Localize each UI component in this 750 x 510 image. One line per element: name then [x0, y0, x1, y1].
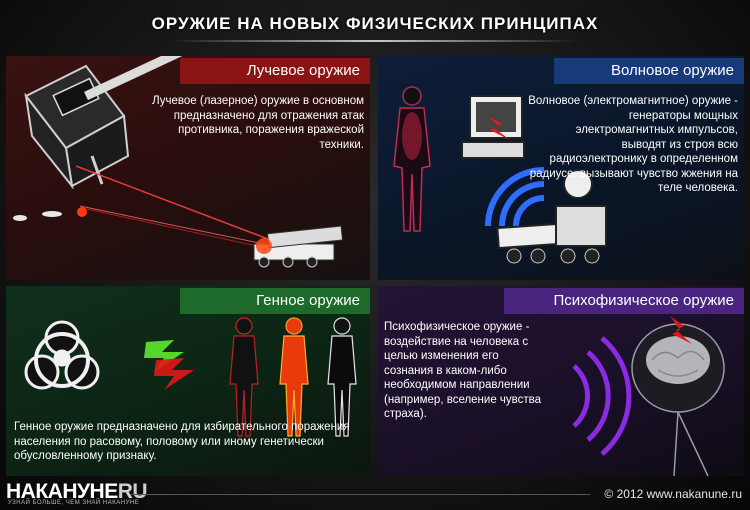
gene-weapon-illustration: [24, 317, 357, 437]
brain-head-icon: [631, 323, 725, 476]
panel-description: Волновое (электромагнитное) оружие - ген…: [528, 95, 738, 194]
laser-beam: [79, 205, 265, 245]
lightning-icon: [154, 358, 194, 390]
copyright-link[interactable]: © 2012 www.nakanune.ru: [604, 487, 742, 501]
panel-heading: Генное оружие: [180, 288, 370, 314]
human-silhouette-icon: [393, 86, 431, 232]
psy-weapon-illustration: [572, 316, 725, 476]
site-slogan: УЗНАЙ БОЛЬШЕ, ЧЕМ ЗНАЙ НАКАНУНЕ: [8, 500, 140, 506]
missile-icon: [13, 207, 87, 221]
wave-weapon-illustration: [393, 86, 607, 264]
panel-description: Психофизическое оружие - воздействие на …: [384, 321, 542, 420]
computer-icon: [461, 95, 525, 159]
title-underline: [172, 40, 578, 42]
lightning-icon: [144, 340, 184, 372]
panel-heading: Психофизическое оружие: [504, 288, 744, 314]
site-logo[interactable]: НАКАНУНЕRU: [6, 480, 148, 504]
missile-truck-icon: [253, 225, 344, 268]
logo-ru-text: RU: [117, 480, 148, 503]
panel-description: Генное оружие предназначено для избирате…: [14, 421, 350, 462]
wave-emission-icon: [572, 336, 632, 456]
panel-heading: Волновое оружие: [554, 58, 744, 84]
panel-wave-weapon: Волновое оружие Волновое (электромагнитн…: [378, 56, 744, 280]
panel-gene-weapon: Генное оружие Генное оружие предназначен…: [6, 286, 370, 476]
laser-beam: [75, 165, 277, 243]
lightning-icon: [670, 316, 692, 344]
human-silhouette-icon: [279, 317, 309, 437]
ray-weapon-illustration: [13, 56, 344, 268]
panel-ray-weapon: Лучевое оружие Лучевое (лазерное) оружие…: [6, 56, 370, 280]
radar-truck-icon: [496, 169, 607, 264]
panel-heading: Лучевое оружие: [180, 58, 370, 84]
panel-description: Лучевое (лазерное) оружие в основном пре…: [152, 95, 364, 151]
biohazard-icon: [24, 320, 100, 390]
human-silhouette-icon: [327, 317, 357, 437]
page-title: ОРУЖИЕ НА НОВЫХ ФИЗИЧЕСКИХ ПРИНЦИПАХ: [151, 14, 599, 33]
footer-divider: [130, 494, 590, 495]
panel-psychophysical-weapon: Психофизическое оружие Психофизическое о…: [378, 286, 744, 476]
human-silhouette-icon: [229, 317, 259, 437]
logo-main-text: НАКАНУНЕ: [6, 480, 118, 503]
wave-emission-icon: [485, 167, 545, 227]
